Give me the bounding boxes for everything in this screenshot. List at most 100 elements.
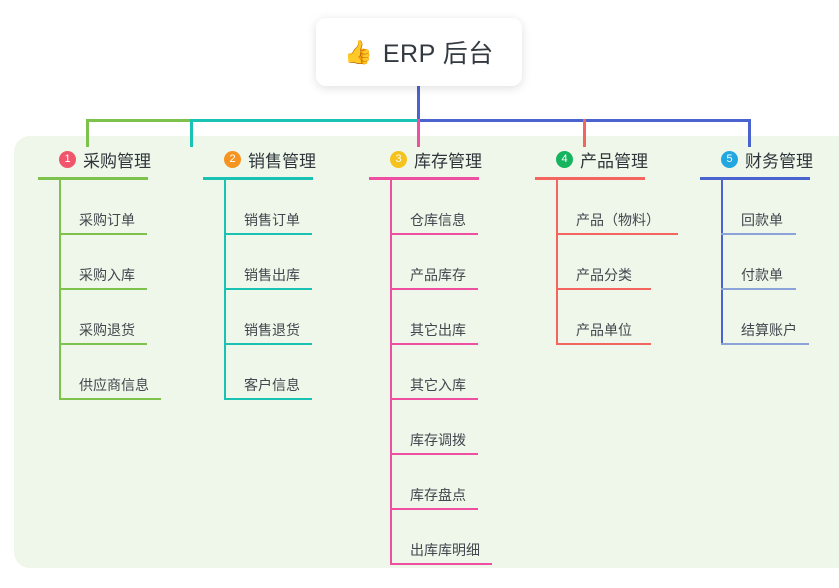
diagram-panel — [14, 136, 839, 568]
diagram-title-card[interactable]: 👍 ERP 后台 — [316, 18, 522, 86]
list-item-rule — [59, 343, 147, 345]
bus-segment-teal — [190, 119, 420, 122]
list-item[interactable]: 产品分类 — [556, 235, 685, 290]
list-item[interactable]: 销售退货 — [224, 290, 333, 345]
column-title-4: 产品管理 — [580, 151, 648, 171]
list-item-label: 出库库明细 — [410, 542, 480, 558]
column-items-3: 仓库信息 产品库存 其它出库 其它入库 库存调拨 库存盘点 — [369, 180, 509, 565]
column-title-1: 采购管理 — [83, 151, 151, 171]
column-spine-2 — [224, 180, 226, 400]
column-items-5: 回款单 付款单 结算账户 — [700, 180, 830, 345]
list-item[interactable]: 库存盘点 — [390, 455, 509, 510]
list-item-label: 产品单位 — [576, 322, 632, 338]
list-item[interactable]: 付款单 — [721, 235, 830, 290]
thumbs-up-icon: 👍 — [344, 38, 373, 65]
list-item-label: 产品（物料） — [576, 212, 660, 228]
drop-connector-2 — [190, 119, 193, 147]
list-item-label: 其它出库 — [410, 322, 466, 338]
list-item[interactable]: 其它出库 — [390, 290, 509, 345]
drop-connector-4 — [583, 119, 586, 147]
column-badge-2: 2 — [224, 150, 241, 168]
list-item-label: 付款单 — [741, 267, 783, 283]
column-header-2[interactable]: 2 销售管理 — [203, 146, 333, 172]
list-item-rule — [224, 288, 312, 290]
column-rule-5 — [700, 177, 810, 180]
column-title-5: 财务管理 — [745, 151, 813, 171]
list-item[interactable]: 采购入库 — [59, 235, 168, 290]
list-item-label: 产品库存 — [410, 267, 466, 283]
list-item[interactable]: 供应商信息 — [59, 345, 168, 400]
drop-connector-3 — [417, 119, 420, 147]
column-title-3: 库存管理 — [414, 151, 482, 171]
list-item-rule — [556, 343, 651, 345]
list-item-label: 其它入库 — [410, 377, 466, 393]
list-item-label: 销售订单 — [244, 212, 300, 228]
drop-connector-5 — [748, 119, 751, 147]
column-badge-4: 4 — [556, 150, 573, 168]
list-item-label: 库存调拨 — [410, 432, 466, 448]
list-item[interactable]: 回款单 — [721, 180, 830, 235]
column-items-2: 销售订单 销售出库 销售退货 客户信息 — [203, 180, 333, 400]
list-item[interactable]: 采购退货 — [59, 290, 168, 345]
column-rule-3 — [369, 177, 479, 180]
list-item-rule — [390, 508, 478, 510]
column-purchasing: 1 采购管理 采购订单 采购入库 采购退货 供应商信息 — [38, 146, 168, 400]
column-badge-1: 1 — [59, 150, 76, 168]
list-item[interactable]: 销售出库 — [224, 235, 333, 290]
list-item-rule — [721, 288, 796, 290]
column-badge-3: 3 — [390, 150, 407, 168]
column-spine-1 — [59, 180, 61, 400]
list-item-rule — [721, 233, 796, 235]
list-item[interactable]: 出库库明细 — [390, 510, 509, 565]
diagram-title: ERP 后台 — [382, 40, 494, 68]
list-item[interactable]: 其它入库 — [390, 345, 509, 400]
column-header-5[interactable]: 5 财务管理 — [700, 146, 830, 172]
bus-segment-green — [86, 119, 192, 122]
list-item-label: 库存盘点 — [410, 487, 466, 503]
list-item-label: 客户信息 — [244, 377, 300, 393]
column-header-3[interactable]: 3 库存管理 — [369, 146, 509, 172]
list-item[interactable]: 仓库信息 — [390, 180, 509, 235]
list-item-rule — [390, 343, 478, 345]
column-rule-1 — [38, 177, 148, 180]
list-item[interactable]: 产品单位 — [556, 290, 685, 345]
list-item-label: 回款单 — [741, 212, 783, 228]
column-header-4[interactable]: 4 产品管理 — [535, 146, 685, 172]
list-item-label: 采购订单 — [79, 212, 135, 228]
column-header-1[interactable]: 1 采购管理 — [38, 146, 168, 172]
list-item-label: 仓库信息 — [410, 212, 466, 228]
list-item-rule — [59, 398, 161, 400]
list-item[interactable]: 产品库存 — [390, 235, 509, 290]
list-item-rule — [224, 233, 312, 235]
column-items-1: 采购订单 采购入库 采购退货 供应商信息 — [38, 180, 168, 400]
list-item-label: 销售出库 — [244, 267, 300, 283]
list-item-rule — [224, 343, 312, 345]
list-item-rule — [556, 233, 678, 235]
column-spine-3 — [390, 180, 392, 565]
list-item-rule — [59, 233, 147, 235]
list-item-rule — [721, 343, 809, 345]
list-item[interactable]: 销售订单 — [224, 180, 333, 235]
list-item[interactable]: 采购订单 — [59, 180, 168, 235]
list-item-rule — [390, 563, 492, 565]
column-products: 4 产品管理 产品（物料） 产品分类 产品单位 — [535, 146, 685, 345]
list-item-label: 采购入库 — [79, 267, 135, 283]
column-badge-5: 5 — [721, 150, 738, 168]
drop-connector-1 — [86, 119, 89, 147]
list-item-label: 销售退货 — [244, 322, 300, 338]
column-finance: 5 财务管理 回款单 付款单 结算账户 — [700, 146, 830, 345]
list-item-rule — [390, 233, 478, 235]
list-item-label: 采购退货 — [79, 322, 135, 338]
trunk-connector — [417, 85, 420, 122]
list-item[interactable]: 结算账户 — [721, 290, 830, 345]
list-item[interactable]: 库存调拨 — [390, 400, 509, 455]
list-item-label: 结算账户 — [741, 322, 797, 338]
list-item[interactable]: 产品（物料） — [556, 180, 685, 235]
column-rule-4 — [535, 177, 645, 180]
column-rule-2 — [203, 177, 313, 180]
list-item-rule — [390, 398, 478, 400]
column-spine-5 — [721, 180, 723, 345]
list-item[interactable]: 客户信息 — [224, 345, 333, 400]
list-item-rule — [59, 288, 147, 290]
